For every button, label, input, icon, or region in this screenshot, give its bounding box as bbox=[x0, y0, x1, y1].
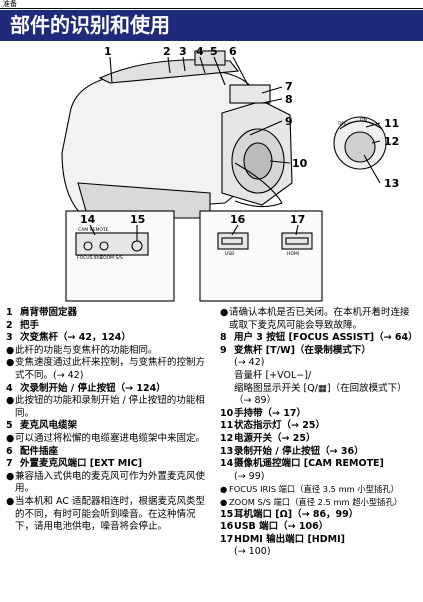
callout-3: 3 bbox=[179, 45, 187, 58]
item-3-note-a: ●此杆的功能与变焦杆的功能相同。 bbox=[6, 344, 158, 356]
callout-9: 9 bbox=[285, 115, 293, 128]
label-focus-iris: FOCUS IRIS bbox=[77, 255, 103, 261]
label-off: OFF bbox=[338, 121, 347, 127]
callout-8: 8 bbox=[285, 93, 293, 106]
callout-7: 7 bbox=[285, 80, 293, 93]
item-9-ref: (→ 42) bbox=[234, 357, 265, 369]
callout-10: 10 bbox=[292, 157, 308, 170]
callout-4: 4 bbox=[196, 45, 204, 58]
callout-11: 11 bbox=[384, 117, 399, 130]
page-title: 部件的识别和使用 bbox=[0, 10, 423, 41]
item-17-ref: (→ 100) bbox=[234, 546, 271, 558]
item-14-ref: (→ 99) bbox=[234, 470, 265, 482]
item-9-thumbnail: 缩略图显示开关 [Q/▦]（在回放模式下）（→ 89） bbox=[234, 382, 407, 407]
callout-12: 12 bbox=[384, 135, 399, 148]
item-7-note-a: ●兼容插入式供电的麦克风可作为外置麦克风使用。 bbox=[6, 470, 206, 495]
callout-2: 2 bbox=[163, 45, 171, 58]
callout-1: 1 bbox=[104, 45, 112, 58]
mic-warning: ●请确认本机是否已关闭。在本机开着时连接或取下麦克风可能会导致故障。 bbox=[220, 307, 410, 331]
callout-14: 14 bbox=[80, 213, 96, 226]
item-3-note-b: ●变焦速度通过此杆来控制，与变焦杆的控制方式不同。(→ 42) bbox=[6, 357, 206, 381]
callout-6: 6 bbox=[229, 45, 237, 58]
label-on: ON bbox=[360, 117, 367, 123]
item-5-note: ●可以通过将松懈的电缆塞进电缆架中来固定。 bbox=[6, 432, 206, 444]
item-9-volume: 音量杆 [+VOL−]/ bbox=[234, 369, 312, 381]
item-14-note-a: ●FOCUS IRIS 端口（直径 3.5 mm 小型插孔） bbox=[220, 484, 399, 495]
label-usb: USB bbox=[225, 251, 234, 257]
callout-13: 13 bbox=[384, 177, 399, 190]
callout-16: 16 bbox=[230, 213, 246, 226]
label-hdmi: HDMI bbox=[287, 251, 299, 257]
callout-15: 15 bbox=[130, 213, 145, 226]
callout-5: 5 bbox=[210, 45, 218, 58]
label-cam-remote: CAM REMOTE bbox=[78, 227, 109, 233]
label-zoom-ss: ZOOM S/S bbox=[100, 255, 123, 261]
section-header: 准备 bbox=[0, 0, 423, 9]
camcorder-figure: 1 2 3 4 5 6 7 8 9 10 11 12 13 14 15 16 1… bbox=[61, 45, 399, 302]
item-14-note-b: ●ZOOM S/S 端口（直径 2.5 mm 超小型插孔） bbox=[220, 496, 403, 507]
callout-17: 17 bbox=[290, 213, 305, 226]
item-7-note-b: ●当本机和 AC 适配器相连时，根据麦克风类型的不同，有时可能会听到噪音。在这种… bbox=[6, 495, 206, 533]
item-4-note: ●此按钮的功能和录制开始 / 停止按钮的功能相同。 bbox=[6, 395, 205, 419]
